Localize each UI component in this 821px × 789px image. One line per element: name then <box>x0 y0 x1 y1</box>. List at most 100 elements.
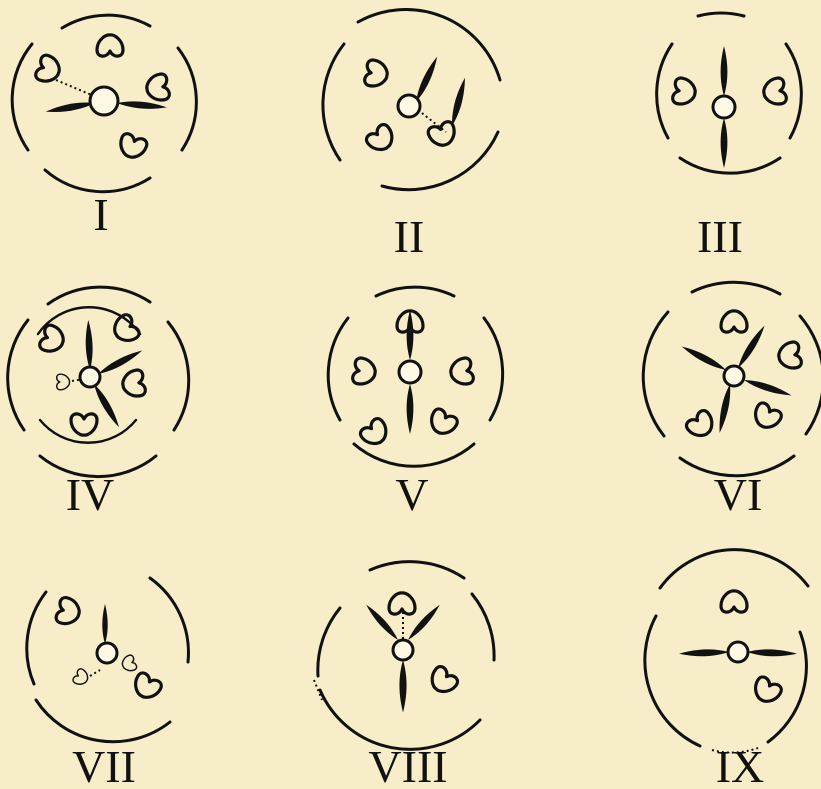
diagram-4-anther <box>71 414 97 435</box>
diagram-8-label: VIII <box>368 741 447 789</box>
diagram-9-outer-whorl-arc <box>768 632 806 742</box>
diagram-6-anther <box>777 341 802 370</box>
diagram-2-axis-circle <box>398 95 420 117</box>
diagram-6-anther <box>684 408 718 441</box>
diagram-6-anther <box>750 401 783 432</box>
diagram-2-anther <box>427 120 459 149</box>
diagram-3-axis-circle <box>713 96 735 118</box>
diagram-1-axis-circle <box>90 87 118 115</box>
diagram-6-petal <box>743 377 793 399</box>
diagram-5-outer-whorl-arc <box>328 318 348 420</box>
diagram-2-petal <box>449 77 468 127</box>
diagram-4-outer-whorl-arc <box>168 322 189 430</box>
diagram-9-petal <box>679 649 729 658</box>
diagram-8-axis-circle <box>393 640 413 660</box>
diagram-2-outer-whorl-arc <box>382 132 498 190</box>
diagram-5-outer-whorl-arc <box>376 287 454 296</box>
diagram-5-petal <box>407 384 414 434</box>
diagram-6-label: VI <box>714 469 763 520</box>
diagram-1-anther <box>117 132 149 161</box>
diagram-6-axis-circle <box>724 366 744 386</box>
diagram-2-anther <box>364 59 389 88</box>
diagram-2-petal <box>413 55 440 103</box>
diagram-6-anther <box>721 311 747 332</box>
diagram-7-label: VII <box>72 741 136 789</box>
diagram-3-label: III <box>697 211 743 262</box>
diagram-3-anther <box>762 77 787 106</box>
diagram-7: VII <box>27 578 189 789</box>
diagram-8-outer-whorl-arc <box>472 594 494 660</box>
diagram-3-outer-whorl-arc <box>698 13 744 16</box>
diagram-9-anther <box>721 591 747 612</box>
diagram-8-anther <box>389 593 415 614</box>
diagram-5-label: V <box>395 469 428 520</box>
diagram-4-petal <box>96 348 143 377</box>
diagram-7-anther <box>130 671 163 702</box>
diagram-4-inner-whorl-arc <box>40 420 136 443</box>
diagram-3-outer-whorl-arc <box>680 158 780 173</box>
diagram-4-label: IV <box>66 469 115 520</box>
diagram-2-anther <box>364 122 398 155</box>
diagram-5-anther <box>358 416 392 449</box>
diagram-3-outer-whorl-arc <box>657 44 672 138</box>
diagram-3-outer-whorl-arc <box>786 44 801 138</box>
diagram-7-axis-circle <box>97 643 117 663</box>
diagram-7-outer-whorl-arc <box>150 578 188 662</box>
diagram-5-axis-circle <box>399 361 421 383</box>
diagram-4-petal <box>85 320 94 370</box>
diagram-6-petal <box>716 383 733 433</box>
diagram-5-outer-whorl-arc <box>484 318 503 420</box>
diagram-4: IV <box>8 287 189 520</box>
diagram-7-dotted-line <box>90 670 100 676</box>
diagram-8-outer-whorl-arc <box>318 608 340 676</box>
diagram-5-anther <box>426 407 459 438</box>
diagram-8-outer-whorl-arc <box>370 562 464 578</box>
diagram-1-outer-whorl-arc <box>62 15 150 28</box>
diagram-2: II <box>323 9 500 262</box>
diagram-1-anther <box>97 35 123 56</box>
diagram-4-small-anther <box>57 374 70 390</box>
diagram-4-axis-circle <box>80 367 100 387</box>
diagram-9-petal <box>747 649 797 658</box>
diagram-9-anther <box>750 675 783 706</box>
diagram-2-label: II <box>394 211 425 262</box>
diagram-9: IX <box>645 550 808 789</box>
diagram-5-anther <box>449 357 474 386</box>
diagram-5-outer-whorl-arc <box>354 444 474 466</box>
diagram-1-dotted-line <box>56 80 94 96</box>
diagram-1-petal <box>45 100 95 115</box>
diagram-5-petal <box>407 310 414 360</box>
diagram-1: I <box>12 15 196 240</box>
diagram-1-outer-whorl-arc <box>12 44 32 150</box>
diagram-4-anther <box>121 369 146 398</box>
diagram-3-petal <box>721 46 728 96</box>
diagram-6-petal <box>680 344 727 373</box>
diagram-9-axis-circle <box>728 642 748 662</box>
diagram-6-outer-whorl-arc <box>692 282 780 294</box>
diagram-9-outer-whorl-arc <box>645 616 700 746</box>
diagram-3-petal <box>721 118 728 168</box>
diagram-7-outer-whorl-arc <box>27 592 46 684</box>
diagram-1-anther <box>34 54 63 86</box>
diagram-1-outer-whorl-arc <box>178 48 196 150</box>
diagram-2-outer-whorl-arc <box>323 44 344 160</box>
diagram-7-small-anther <box>120 654 137 673</box>
diagram-3-anther <box>672 77 697 106</box>
diagram-7-petal <box>102 604 107 644</box>
diagram-7-anther <box>55 596 82 627</box>
diagram-9-outer-whorl-arc <box>660 550 808 588</box>
diagram-4-outer-whorl-arc <box>48 287 150 304</box>
diagram-1-label: I <box>93 189 108 240</box>
diagram-6-outer-whorl-arc <box>800 316 821 434</box>
diagram-5: V <box>328 287 502 520</box>
diagram-8: VIII <box>314 562 494 789</box>
diagram-7-small-anther <box>72 668 91 688</box>
diagram-8-petal <box>399 660 406 713</box>
diagram-3: III <box>657 13 802 262</box>
diagram-1-anther <box>145 73 170 102</box>
diagram-9-label: IX <box>716 741 765 789</box>
diagram-8-petal <box>364 603 401 643</box>
diagram-4-outer-whorl-arc <box>8 320 28 430</box>
diagram-6: VI <box>643 282 821 520</box>
